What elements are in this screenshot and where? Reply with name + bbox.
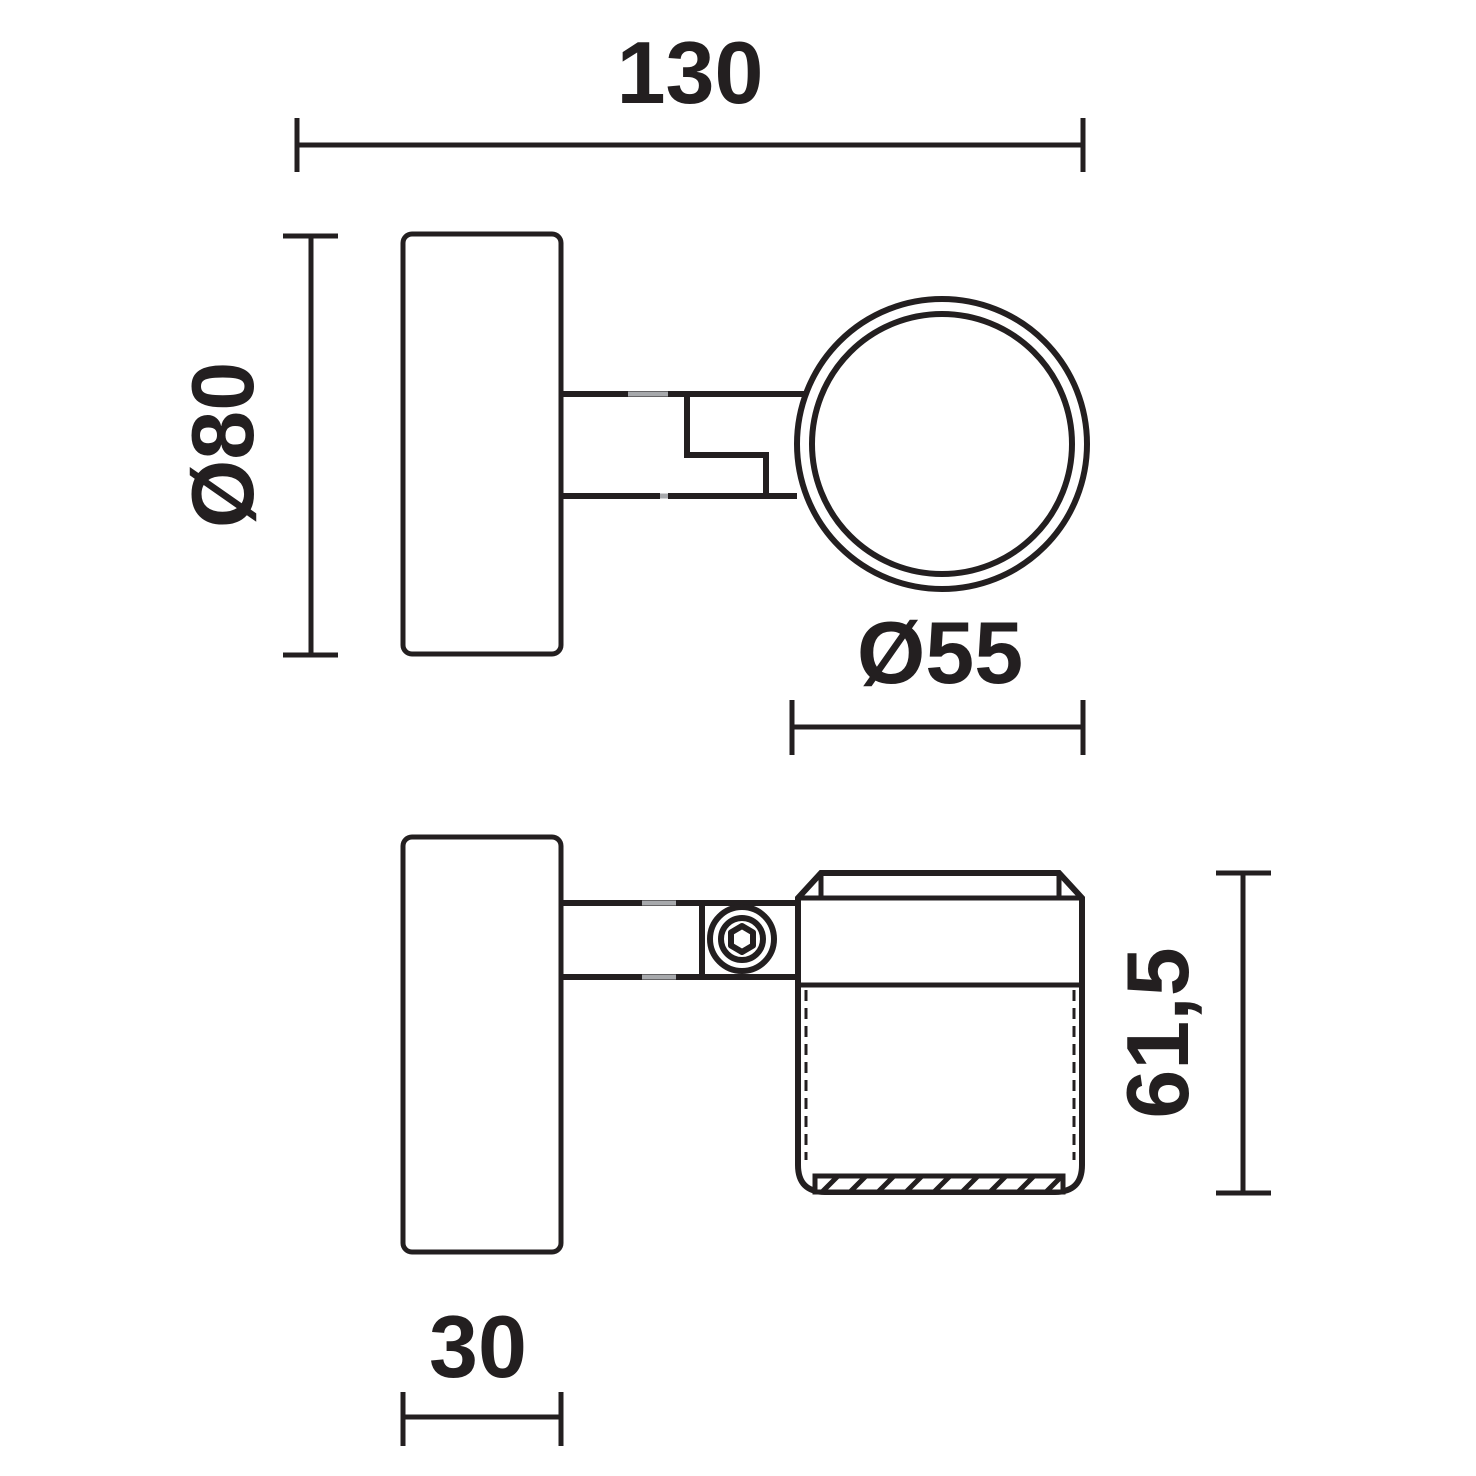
top-view <box>400 231 1090 657</box>
hex-socket-icon <box>728 923 756 955</box>
top-view-swivel-arm <box>561 391 806 499</box>
dimension-diameter-80: Ø80 <box>173 233 338 658</box>
dim-130-label: 130 <box>617 23 764 122</box>
lamp-head-outline <box>795 870 1085 1195</box>
dimension-130: 130 <box>294 23 1086 172</box>
dim-55-label: Ø55 <box>857 603 1023 702</box>
lamp-head-inner-circle <box>809 311 1075 577</box>
lens-hatch-lines <box>820 1174 1064 1194</box>
dimension-61-5: 61,5 <box>1108 870 1271 1196</box>
lamp-head-body <box>795 870 1085 1195</box>
dimension-diameter-55: Ø55 <box>789 603 1086 755</box>
dimension-30: 30 <box>400 1297 564 1446</box>
top-view-wall-plate <box>400 231 564 657</box>
dim-30-label: 30 <box>429 1297 527 1396</box>
lens-hatch <box>812 1173 1066 1195</box>
side-view <box>400 834 1085 1255</box>
dim-80-label: Ø80 <box>173 362 272 528</box>
side-view-swivel-arm <box>561 900 798 980</box>
dim-615-label: 61,5 <box>1108 947 1207 1118</box>
arm-step-notch <box>684 394 769 496</box>
side-view-wall-plate <box>400 834 564 1255</box>
hinge-screw <box>707 904 777 974</box>
